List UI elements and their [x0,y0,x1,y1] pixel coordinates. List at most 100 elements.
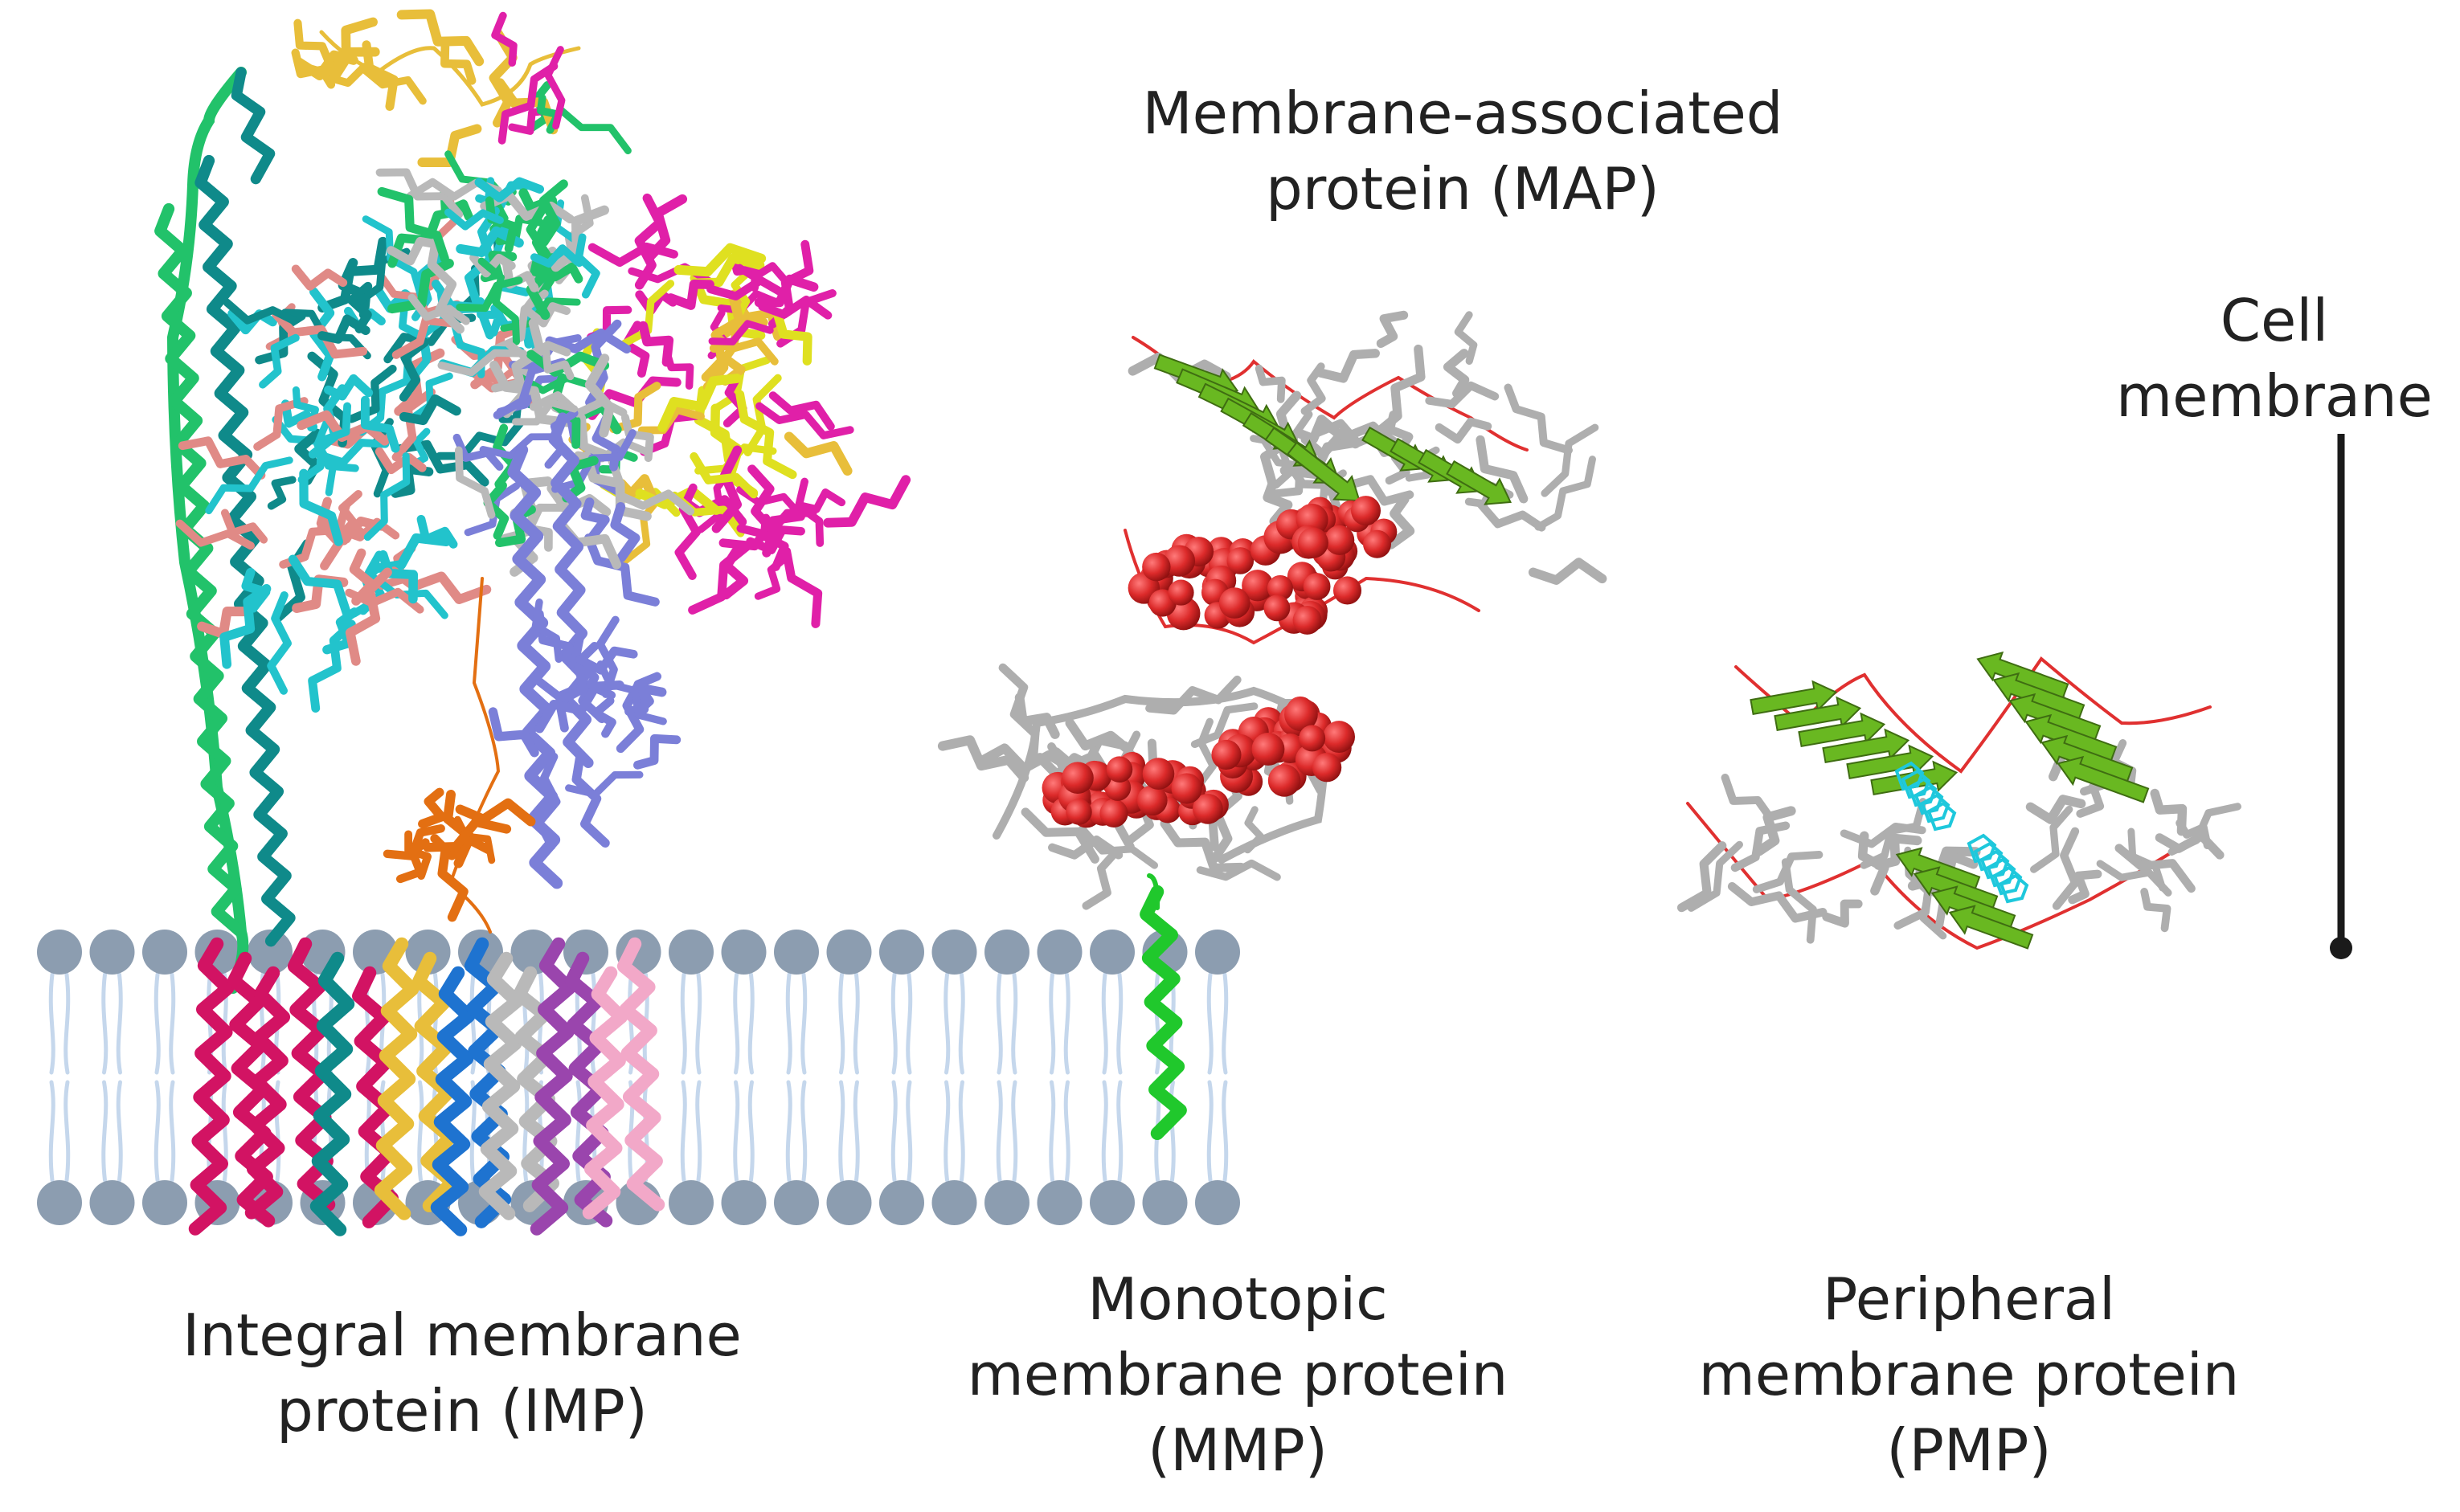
helix [1243,806,1265,854]
helix [583,533,660,607]
beta-strand-arrow [2008,693,2102,741]
orange-coil [448,577,501,934]
helix [755,402,854,439]
beta-strand [1992,672,2085,720]
helix [1145,675,1242,715]
helix [575,646,638,675]
lipid-tail [101,1080,108,1183]
lipid-tail [785,972,792,1075]
beta-strand [2008,693,2102,741]
helix [411,372,453,420]
beta-strand [1750,680,1838,716]
transmembrane-helix [412,951,459,1212]
stalk-helix-teal [194,154,296,947]
lipid-head [1195,930,1240,975]
helix [437,844,469,922]
helix [584,353,615,438]
lipid-head [984,1180,1029,1225]
beta-strand [1870,760,1959,796]
helix [488,707,539,758]
lipid-tail [1206,972,1214,1075]
lipid-tail [680,1080,687,1183]
lipid-tail [800,1080,808,1183]
helix [747,464,778,558]
atom-sphere [1242,570,1274,602]
beta-strand-arrow [1976,651,2069,699]
helix [489,29,518,128]
lipid-head [826,930,872,975]
membrane-associated-protein-structure-icon [1124,310,1607,645]
lipid-head [669,1180,714,1225]
helix [483,480,510,540]
beta-strand [2024,713,2118,762]
lipid-head [1142,1180,1188,1225]
atom-sphere [1142,758,1175,790]
transmembrane-helix [244,966,291,1220]
lipid-tail [800,972,808,1075]
atom-sphere [1211,739,1242,770]
atom-sphere [1066,799,1092,825]
helix [1860,798,1927,869]
helix [1190,702,1259,749]
helix [768,391,835,431]
stalk-helix-teal [231,67,276,185]
transmembrane-helix [374,937,420,1220]
helix [205,456,293,515]
peripheral-protein-structure-icon [1676,651,2241,950]
lipid-tail [169,1080,176,1183]
helix [673,243,767,277]
helix [291,48,336,89]
label-imp-line-1: Integral membrane [182,1302,742,1369]
helix [616,489,695,516]
helix [223,298,299,325]
helix [571,633,607,724]
helix [399,337,430,402]
mmp-coil [993,686,1331,864]
helix [219,583,272,669]
helix [1476,500,1546,532]
lipid-tail [575,1080,582,1183]
helix [418,787,447,829]
cell-membrane-pointer [2330,434,2352,959]
helix [2140,888,2171,933]
helix [241,567,271,613]
helix [1160,819,1246,872]
helix [538,179,568,247]
helix [711,445,743,533]
beta-strand [1976,651,2069,699]
lipid-head [774,1180,819,1225]
lipid-tail [890,972,898,1075]
helix [178,436,266,480]
helix [562,456,599,503]
beta-strand [2040,734,2134,783]
label-cell-line-2: membrane [2116,362,2433,430]
ligand-stick [1926,801,1957,832]
helix [773,311,812,366]
helix [582,451,652,521]
label-pmp-line-3: (PMP) [1886,1416,2052,1484]
helix [784,431,853,476]
label-map-line-1: Membrane-associated [1142,80,1783,147]
atom-sphere [1332,576,1362,605]
lipid-tail [838,972,845,1075]
atom-sphere [1106,756,1133,783]
lipid-tail [116,972,123,1075]
helix [417,124,482,167]
helix [736,486,804,520]
lipid-tail [853,1080,860,1183]
ligand-stick [1894,761,1925,791]
lipid-head [37,1180,82,1225]
ligand-stick [1979,849,2010,880]
beta-strand-arrow [2024,713,2118,762]
monotopic-protein-structure-icon [937,663,1356,1140]
atom-sphere [1163,545,1196,577]
label-membrane-associated-protein: Membrane-associated protein (MAP) [1045,76,1881,227]
beta-strand [1287,441,1361,502]
beta-strand [1798,712,1886,748]
helix [363,452,411,541]
label-mmp-line-2: membrane protein [967,1341,1508,1408]
helix [512,398,579,426]
helix [322,607,359,655]
helix [317,314,370,344]
